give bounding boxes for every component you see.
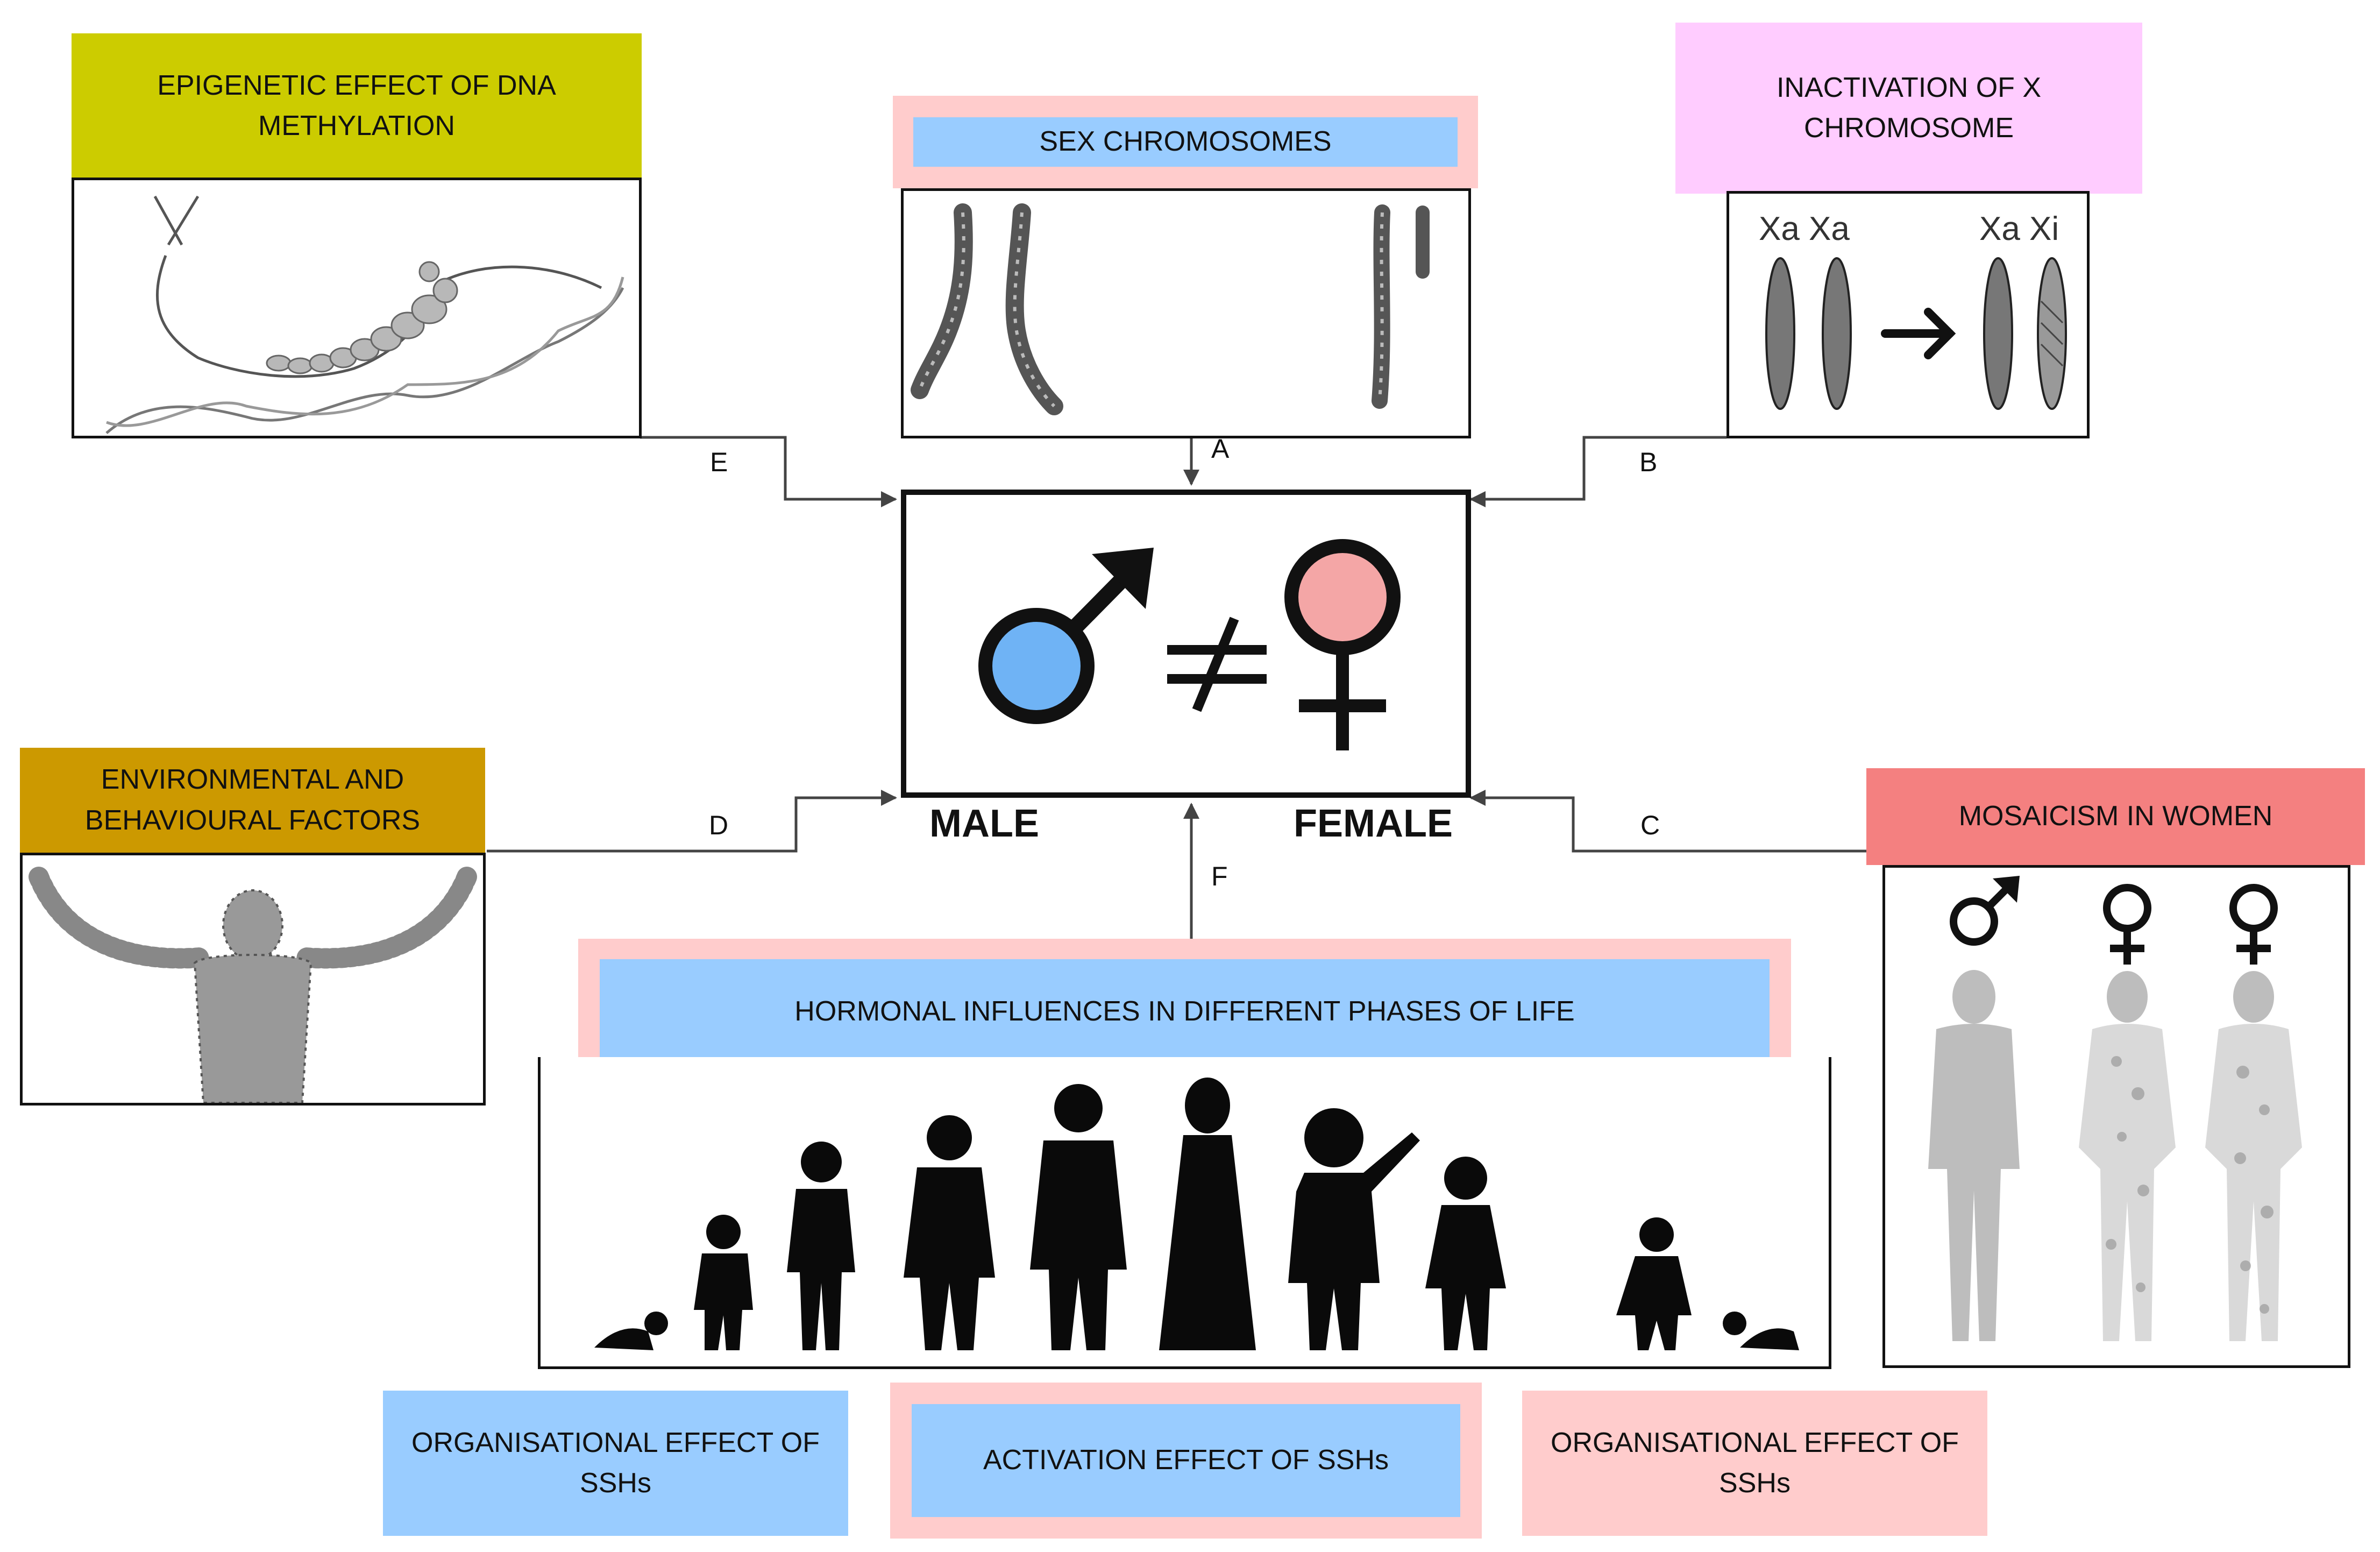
sex-chromosomes-image-panel: [901, 188, 1471, 438]
connector-c: [1469, 790, 1866, 853]
x-inactivation-title: INACTIVATION OF X CHROMOSOME: [1675, 23, 2142, 194]
human-figure-icon: [29, 867, 477, 1103]
environmental-title: ENVIRONMENTAL AND BEHAVIOURAL FACTORS: [20, 748, 485, 853]
dna-chromatin-icon: [105, 195, 624, 434]
female-label: FEMALE: [1294, 802, 1453, 845]
chromosome-icon: [911, 203, 1430, 415]
link-label-a: A: [1211, 434, 1230, 464]
mosaicism-image-panel: [1882, 865, 2350, 1368]
environmental-image-panel: [20, 853, 486, 1105]
center-box: [901, 490, 1471, 798]
not-equal-icon: [1167, 616, 1267, 712]
sex-symbols: [978, 539, 1401, 750]
male-symbol-small-icon: [1950, 876, 2020, 946]
organisational-effect-left: ORGANISATIONAL EFFECT OF SSHs: [383, 1391, 848, 1536]
link-label-c: C: [1640, 810, 1660, 840]
epigenetic-image-panel: [72, 178, 642, 438]
xa-xi-label: Xa Xi: [1979, 210, 2059, 247]
link-label-e: E: [710, 447, 728, 477]
mosaic-body-silhouettes: [1928, 970, 2302, 1341]
mosaicism-title: MOSAICISM IN WOMEN: [1866, 768, 2365, 865]
female-symbol-small-icon: [2103, 884, 2278, 965]
sex-chromosomes-title: SEX CHROMOSOMES: [913, 117, 1458, 167]
connector-d: [487, 790, 897, 853]
x-inactivation-icon: [1765, 257, 2067, 410]
connector-e: [640, 436, 897, 507]
mosaic-figures-icon: [1928, 876, 2302, 1341]
x-inactivation-image-panel: Xa Xa Xa Xi: [1727, 191, 2090, 438]
male-symbol-icon: [978, 548, 1154, 724]
xa-xa-label: Xa Xa: [1759, 210, 1850, 247]
connector-b: [1469, 436, 1727, 507]
hormonal-title: HORMONAL INFLUENCES IN DIFFERENT PHASES …: [600, 959, 1770, 1064]
life-stages-silhouettes-icon: [594, 1078, 1799, 1350]
link-label-b: B: [1639, 447, 1658, 477]
epigenetic-title: EPIGENETIC EFFECT OF DNA METHYLATION: [72, 33, 642, 179]
male-label: MALE: [929, 802, 1039, 845]
link-label-f: F: [1211, 861, 1228, 891]
life-stages-image-panel: [538, 1057, 1831, 1369]
organisational-effect-right: ORGANISATIONAL EFFECT OF SSHs: [1522, 1391, 1987, 1536]
female-symbol-icon: [1284, 539, 1401, 750]
activation-effect: ACTIVATION EFFECT OF SSHs: [912, 1404, 1460, 1517]
link-label-d: D: [709, 810, 729, 840]
